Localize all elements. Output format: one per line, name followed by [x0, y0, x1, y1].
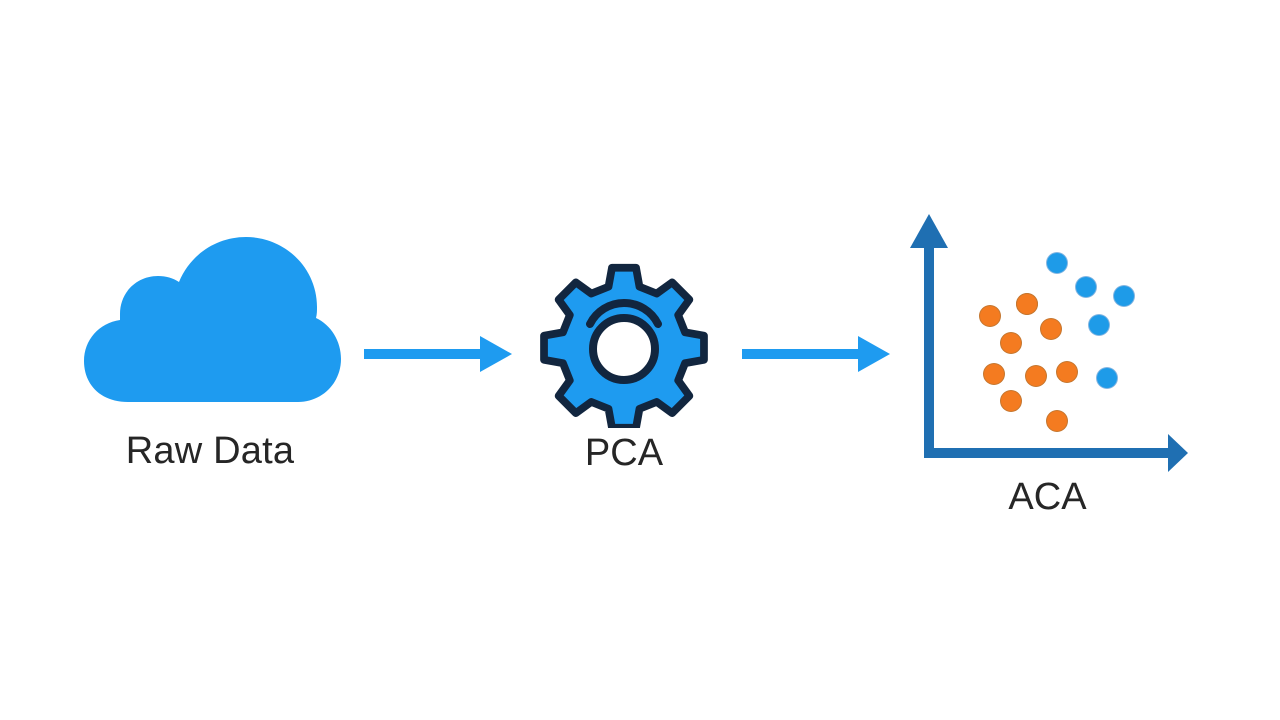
scatter-dot [1097, 368, 1118, 389]
arrow-right-icon [742, 336, 890, 372]
scatter-dot [1025, 366, 1046, 387]
scatter-dot [1046, 411, 1067, 432]
raw-data-label: Raw Data [125, 430, 295, 472]
scatter-dot [1088, 314, 1109, 335]
gear-icon [540, 263, 708, 432]
scatter-dot [1040, 318, 1061, 339]
scatter-dot [983, 363, 1004, 384]
scatter-dot [1114, 285, 1134, 306]
arrow-right-icon [364, 336, 512, 372]
aca-node [900, 212, 1190, 480]
scatter-dot [1057, 361, 1078, 382]
y-axis [910, 214, 948, 458]
pca-label: PCA [584, 432, 664, 474]
pca-node [528, 252, 720, 432]
connector-arrow-1 [360, 330, 520, 378]
scatter-dot [1076, 277, 1097, 298]
raw-data-node [70, 230, 350, 410]
connector-arrow-2 [738, 330, 898, 378]
scatter-dot [1017, 293, 1038, 314]
x-axis [924, 434, 1188, 472]
scatter-plot-icon [910, 214, 1188, 472]
aca-label: ACA [1008, 476, 1087, 518]
cloud-icon [84, 237, 341, 402]
scatter-dot [1000, 333, 1021, 354]
scatter-dot [1000, 390, 1021, 411]
scatter-dot [979, 306, 1000, 327]
scatter-dot [1046, 252, 1067, 273]
